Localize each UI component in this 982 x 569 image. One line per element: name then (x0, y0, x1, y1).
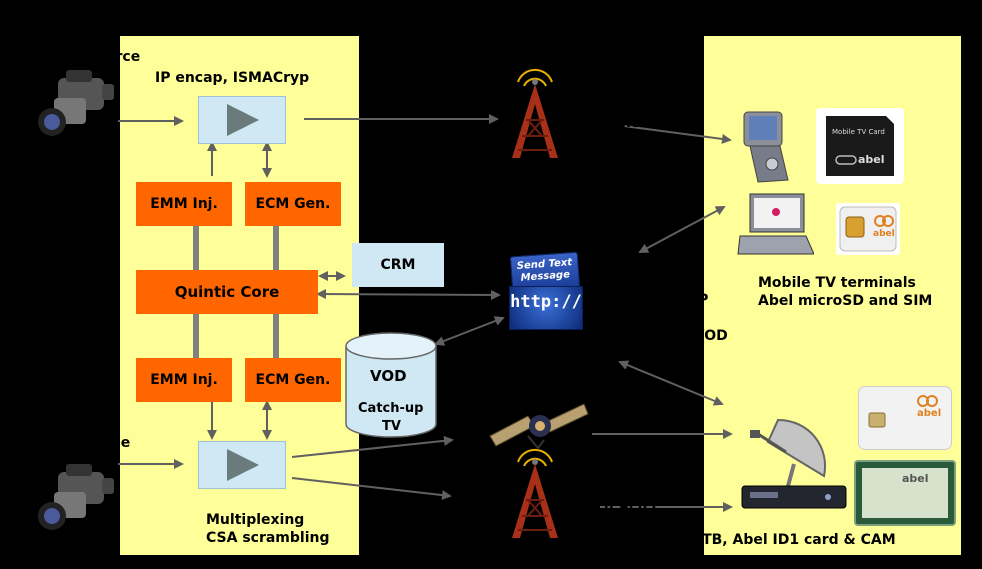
encrypted-bottom-line2: Content (575, 478, 638, 494)
http-icon: http:// (509, 286, 583, 330)
satellite-icon (489, 403, 589, 450)
content-source-top: Content source (20, 49, 141, 65)
content-label: Content: (610, 310, 679, 326)
ip-encap-block (198, 96, 286, 144)
encrypted-top-line3: ECM, EMM (575, 133, 657, 149)
video-camera-icon (38, 70, 114, 136)
interactive-line1: Interactive (496, 336, 583, 352)
cam-module-icon: abel (854, 460, 956, 526)
play-icon (227, 104, 259, 136)
multiplexing-line2: CSA scrambling (206, 530, 330, 546)
mobile-tv-line2: network (523, 190, 588, 206)
http-text: http:// (510, 292, 582, 312)
play-icon (227, 449, 259, 481)
abel-logo: abel (873, 229, 895, 239)
encrypted-bottom-line1: Encrypted (575, 460, 656, 476)
encrypted-bottom-line3: ECM, EMM (575, 496, 657, 512)
database-icon (345, 332, 437, 438)
arrow (291, 477, 452, 501)
crm-block: CRM (352, 243, 444, 287)
arrow (638, 206, 726, 253)
emm-injector-bottom: EMM Inj. (136, 358, 232, 402)
ecm-generator-top: ECM Gen. (245, 182, 341, 226)
abel-logo: abel (917, 408, 942, 419)
catchup-line1: Catch-up (358, 401, 424, 416)
stb-label: STB, Abel ID1 card & CAM (692, 532, 896, 548)
quintic-core-block: Quintic Core (136, 270, 318, 314)
laptop-icon (737, 193, 814, 255)
catchup-line2: TV (382, 419, 401, 434)
video-camera-icon (38, 464, 114, 530)
requests-label: Requests: (610, 274, 689, 290)
arrow (316, 289, 501, 300)
sim-card-icon: abel (836, 203, 900, 255)
microsd-card-icon: Mobile TV Card abel (816, 108, 904, 184)
content-source-bottom: Content source (10, 435, 131, 451)
ecm-generator-bottom: ECM Gen. (245, 358, 341, 402)
dvb-networks-label: DVB networks (477, 540, 589, 556)
arrow (434, 316, 505, 346)
arrow (291, 435, 454, 458)
abel-logo: abel (858, 153, 885, 166)
radio-tower-icon (512, 448, 558, 538)
smart-card-icon: abel (858, 386, 952, 450)
interactive-line2: networks (503, 354, 577, 370)
radio-tower-icon (512, 68, 558, 158)
microsd-text: Mobile TV Card (832, 128, 885, 136)
mobile-phone-icon (743, 111, 789, 183)
mobile-terminals-line2: Abel microSD and SIM (758, 293, 933, 309)
vod-label: VOD (370, 367, 407, 385)
multiplexing-block (198, 441, 286, 489)
arrow (618, 360, 724, 406)
emm-injector-top: EMM Inj. (136, 182, 232, 226)
multiplexing-line1: Multiplexing (206, 512, 305, 528)
catchup-vod-label: -Catch-up,VOD (612, 328, 728, 344)
ip-encap-label: IP encap, ISMACryp (155, 70, 310, 86)
arrow (623, 125, 732, 144)
mobile-terminals-line1: Mobile TV terminals (758, 275, 916, 291)
abel-logo: abel (902, 472, 929, 485)
encrypted-top-line1: Encrypted (575, 97, 656, 113)
satellite-dish-icon (741, 418, 847, 509)
encrypted-top-line2: Content (575, 115, 638, 131)
mobile-tv-line1: Mobile TV (511, 172, 589, 188)
sms-http-label: - SMS, HTTP (612, 292, 709, 308)
